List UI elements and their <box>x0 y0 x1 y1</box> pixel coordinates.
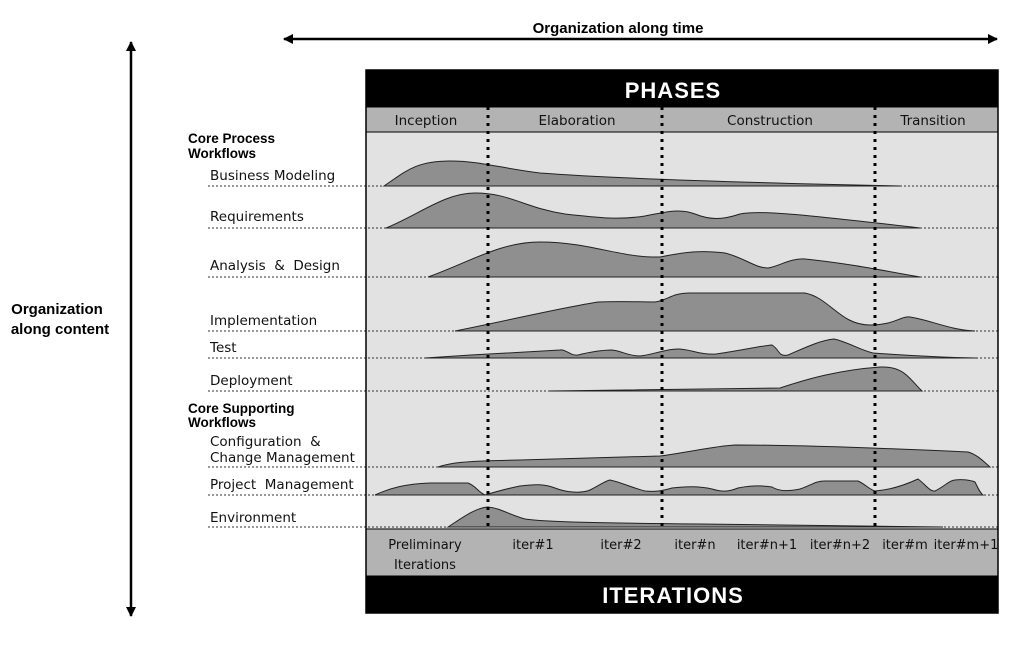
iteration-label-preliminary-line2: Iterations <box>394 558 456 573</box>
iteration-label-iterm1: iter#m+1 <box>934 538 999 553</box>
workflow-label-environment: Environment <box>210 510 296 526</box>
hump-analysis-design <box>427 241 921 278</box>
group-label-core-process-line2: Workflows <box>188 146 256 161</box>
time-axis-label: Organization along time <box>533 20 704 37</box>
group-label-core-process-line1: Core Process <box>188 131 275 146</box>
group-label-core-supporting-line1: Core Supporting <box>188 401 295 416</box>
hump-business-modeling <box>382 160 901 187</box>
content-axis-label-line1: Organization <box>11 301 103 318</box>
phase-label-transition: Transition <box>899 113 965 129</box>
iteration-label-iter1: iter#1 <box>512 538 553 553</box>
workflow-label-implementation: Implementation <box>210 313 317 329</box>
iteration-label-iter2: iter#2 <box>600 538 641 553</box>
phases-title: PHASES <box>625 78 721 103</box>
workflow-label-deployment: Deployment <box>210 373 293 389</box>
hump-requirements <box>385 192 921 229</box>
hump-configuration <box>437 444 992 468</box>
iteration-label-itern2: iter#n+2 <box>810 538 870 553</box>
workflow-label-business-modeling: Business Modeling <box>210 168 335 184</box>
group-label-core-supporting-line2: Workflows <box>188 415 256 430</box>
workflow-label-configuration-line2: Change Management <box>210 450 355 466</box>
phase-label-elaboration: Elaboration <box>538 113 615 129</box>
iteration-label-itern: iter#n <box>674 538 715 553</box>
iterations-bar <box>366 576 998 613</box>
iteration-label-iterm: iter#m <box>882 538 928 553</box>
content-axis-label-line2: along content <box>11 321 109 338</box>
chart-frame <box>365 69 999 614</box>
workflow-label-analysis-design: Analysis & Design <box>210 258 340 274</box>
workflow-label-project-management: Project Management <box>210 477 354 493</box>
hump-test <box>424 338 979 359</box>
phase-label-inception: Inception <box>395 113 458 129</box>
hump-project-management <box>374 478 985 496</box>
phase-label-construction: Construction <box>727 113 813 129</box>
iteration-label-itern1: iter#n+1 <box>737 538 797 553</box>
workflow-label-test: Test <box>209 340 237 356</box>
iterations-title: ITERATIONS <box>602 583 744 608</box>
hump-deployment <box>549 366 924 392</box>
workflow-label-configuration-line1: Configuration & <box>210 434 321 450</box>
workflow-label-requirements: Requirements <box>210 209 304 225</box>
phases-bar <box>366 70 998 107</box>
hump-implementation <box>454 292 976 332</box>
iteration-label-preliminary-line1: Preliminary <box>388 538 462 553</box>
